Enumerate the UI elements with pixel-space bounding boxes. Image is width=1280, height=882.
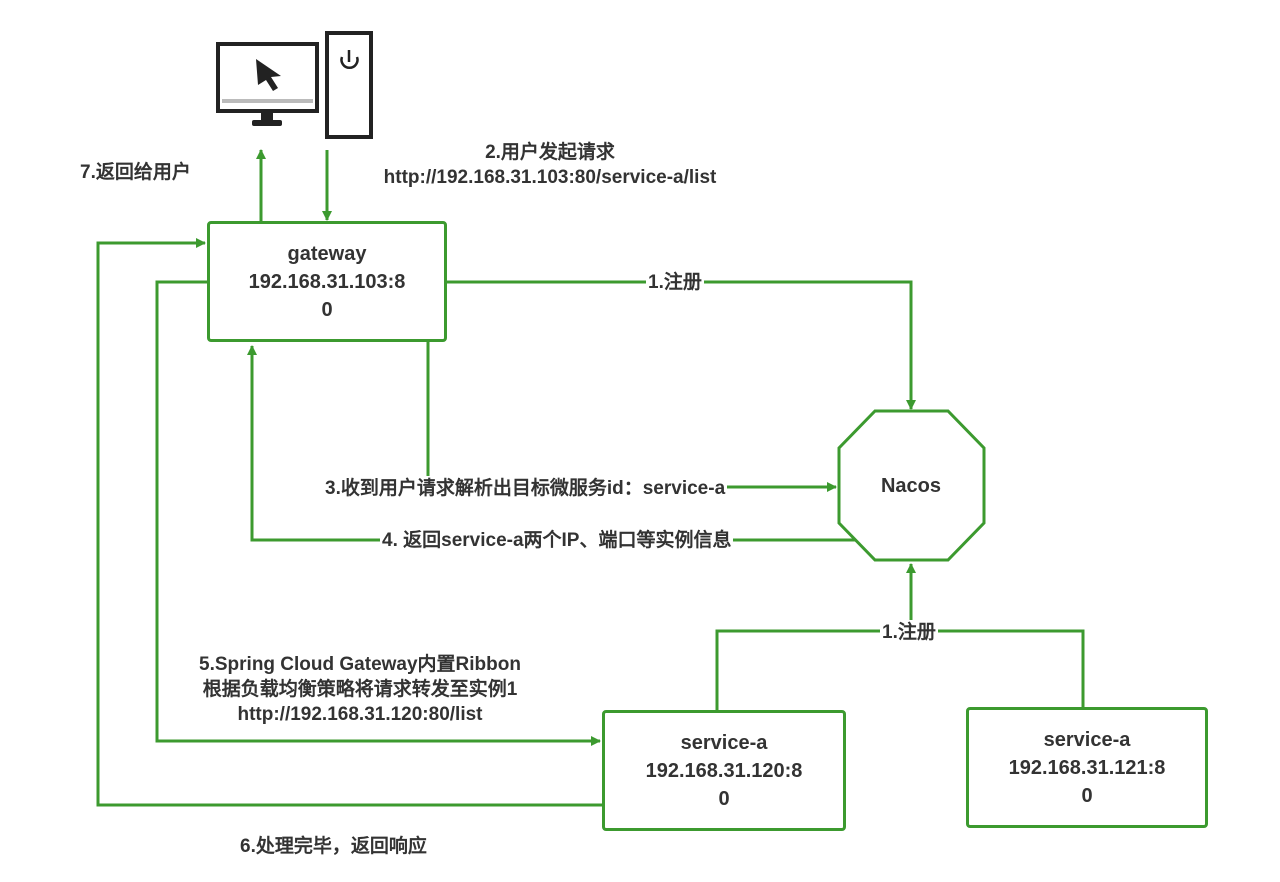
service-a-1-address: 192.168.31.120:8 [645,759,803,782]
gateway-name: gateway [287,242,367,265]
step2-label: 2.用户发起请求 http://192.168.31.103:80/servic… [330,140,770,190]
power-icon [340,50,359,70]
step7-label: 7.返回给用户 [80,162,191,183]
service-a-1-name: service-a [680,731,768,754]
service-a-2-name: service-a [1043,728,1131,751]
service-a-instance-1-node: service-a 192.168.31.120:8 0 [602,710,846,831]
mouse-cursor-icon [256,59,281,91]
service-a-2-address-cont: 0 [1081,784,1093,807]
step5-title: 5.Spring Cloud Gateway内置Ribbon [199,654,521,675]
nacos-node-shape [837,409,986,562]
step4-label: 4. 返回service-a两个IP、端口等实例信息 [380,528,734,553]
nacos-label: Nacos [880,475,942,497]
arrow-resolve-service-id [426,341,837,492]
step5-desc: 根据负载均衡策略将请求转发至实例1 [202,679,518,700]
computer-monitor-icon [216,42,319,126]
nacos-node: Nacos [861,474,961,499]
service-a-1-address-cont: 0 [718,787,730,810]
step1-gateway-label: 1.注册 [646,270,704,295]
gateway-address-cont: 0 [321,298,333,321]
arrow-response [96,238,603,807]
service-a-2-address: 192.168.31.121:8 [1008,756,1166,779]
step5-label: 5.Spring Cloud Gateway内置Ribbon 根据负载均衡策略将… [150,652,570,727]
gateway-node: gateway 192.168.31.103:8 0 [207,221,447,342]
step1-services-label: 1.注册 [880,620,938,645]
step5-url: http://192.168.31.120:80/list [237,704,483,725]
arrow-instance-info [247,345,862,542]
step2-url: http://192.168.31.103:80/service-a/list [383,167,717,188]
arrow-forward-to-instance [155,280,601,746]
service-a-instance-2-node: service-a 192.168.31.121:8 0 [966,707,1208,828]
step2-title: 2.用户发起请求 [485,142,615,163]
arrow-gateway-register [446,280,916,410]
step6-label: 6.处理完毕，返回响应 [240,836,427,857]
step3-label: 3.收到用户请求解析出目标微服务id：service-a [323,476,728,501]
pc-tower-icon [325,31,373,139]
gateway-address: 192.168.31.103:8 [248,270,406,293]
